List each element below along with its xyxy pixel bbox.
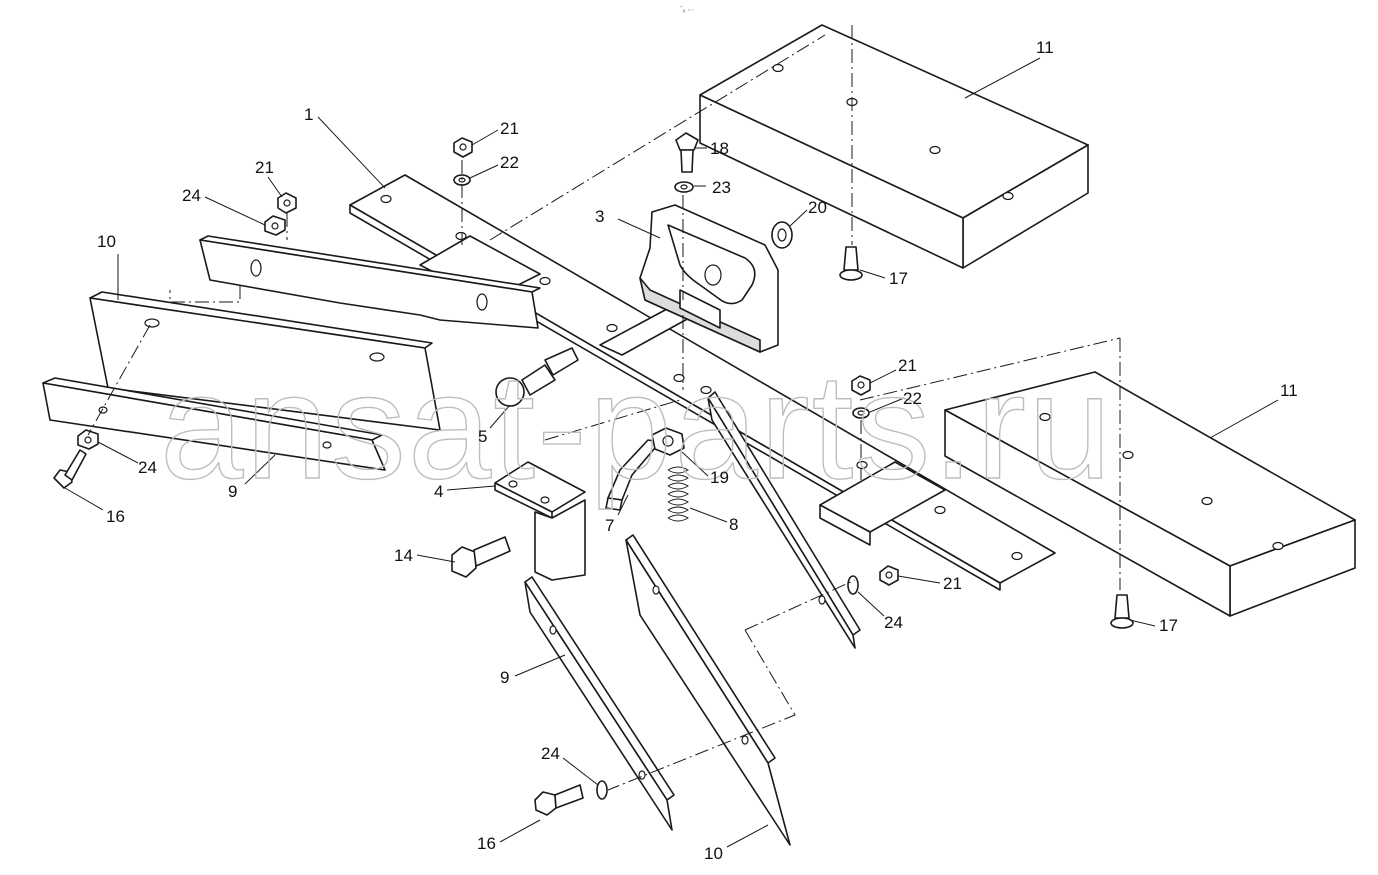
fastener-18-bolt (675, 132, 699, 173)
fastener-24-lower-left (77, 429, 99, 450)
callout-22-right: 22 (903, 389, 922, 408)
callout-labels: 1 3 4 5 7 8 9 9 10 10 11 11 14 16 16 17 … (97, 38, 1298, 863)
callout-9-left: 9 (228, 482, 237, 501)
part-8-spring (667, 466, 689, 522)
part-9-lower-strip (524, 576, 675, 831)
fastener-14-bolt (451, 536, 511, 578)
callout-1: 1 (304, 105, 313, 124)
part-9-left-strip (42, 377, 386, 471)
part-5-knob (495, 347, 579, 407)
part-3-latch-bracket (639, 204, 779, 353)
fastener-17-lower (1110, 594, 1134, 629)
callout-21-left: 21 (255, 158, 274, 177)
fastener-24-right (847, 575, 859, 595)
callout-21-top: 21 (500, 119, 519, 138)
part-10-lower-plate (625, 534, 791, 846)
callout-8: 8 (729, 515, 738, 534)
callout-24-lower-left: 24 (138, 458, 157, 477)
part-10-right-plate (707, 391, 861, 649)
callout-5: 5 (478, 427, 487, 446)
part-4-angle-bracket (494, 461, 586, 581)
callout-24-left: 24 (182, 186, 201, 205)
part-11-upper-board (699, 24, 1089, 269)
callout-19: 19 (710, 468, 729, 487)
callout-21-right-lower: 21 (943, 574, 962, 593)
fastener-23 (674, 181, 694, 193)
fastener-22-right (852, 407, 870, 419)
callout-16-left: 16 (106, 507, 125, 526)
fastener-21-left (277, 192, 297, 214)
callout-10-left: 10 (97, 232, 116, 251)
callout-3: 3 (595, 207, 604, 226)
fastener-24-left (264, 215, 286, 236)
callout-4: 4 (434, 482, 443, 501)
callout-18: 18 (710, 139, 729, 158)
callout-24-bottom: 24 (541, 744, 560, 763)
callout-9-lower: 9 (500, 668, 509, 687)
callout-20: 20 (808, 198, 827, 217)
fastener-21-right-lower (879, 565, 899, 586)
callout-16-bottom: 16 (477, 834, 496, 853)
callout-24-right: 24 (884, 613, 903, 632)
part-19-nut (651, 427, 685, 456)
fastener-16-bottom-bolt (534, 784, 584, 816)
fastener-21-top (453, 137, 473, 158)
callout-17-lower: 17 (1159, 616, 1178, 635)
callout-22-top: 22 (500, 153, 519, 172)
fastener-21-right-upper (851, 375, 871, 396)
callout-21-right-upper: 21 (898, 356, 917, 375)
callout-11-upper: 11 (1036, 38, 1054, 57)
fastener-17-upper (839, 246, 863, 281)
callout-leaders (64, 57, 1279, 848)
callout-17-upper: 17 (889, 269, 908, 288)
part-11-lower-board (944, 371, 1356, 617)
callout-23: 23 (712, 178, 731, 197)
fastener-24-bottom (596, 780, 608, 800)
part-9-upper-strip (199, 235, 541, 329)
part-10-left-plate (89, 291, 441, 431)
assembly-centerlines (87, 25, 1121, 791)
fastener-16-left-bolt (53, 449, 87, 489)
callout-7: 7 (605, 516, 614, 535)
watermark: ansat-parts.ru (160, 342, 1113, 510)
callout-14: 14 (394, 546, 413, 565)
header-mark: ˉₓ ∙∙∙ (680, 5, 694, 14)
part-20-nut (771, 221, 793, 249)
callout-10-lower: 10 (704, 844, 723, 863)
callout-11-lower: 11 (1280, 381, 1298, 400)
